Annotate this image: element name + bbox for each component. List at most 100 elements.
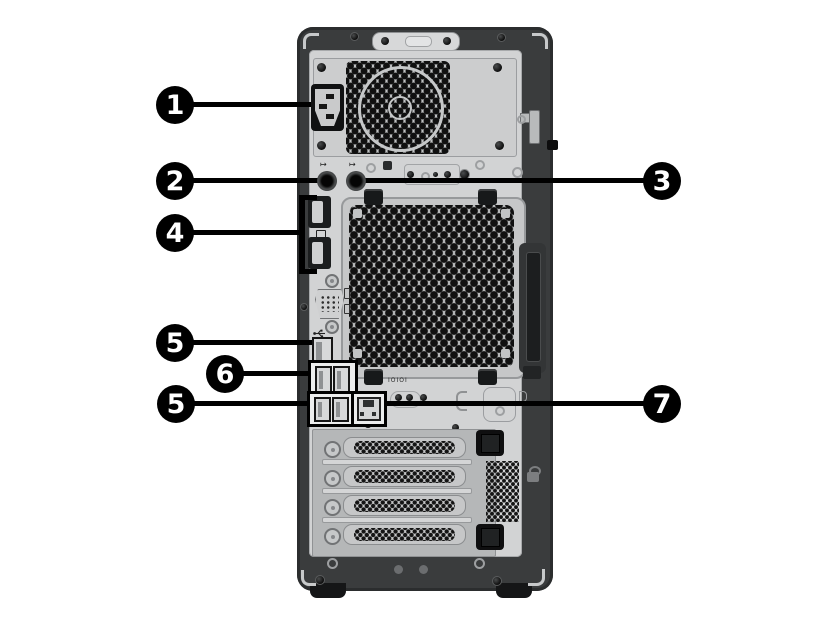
case-foot xyxy=(310,583,346,598)
slot-thumbscrew xyxy=(324,499,341,516)
usb-port xyxy=(333,366,350,394)
screw xyxy=(497,33,506,42)
power-pin xyxy=(319,104,327,109)
slot-thumbscrew xyxy=(324,528,341,545)
serial-hole xyxy=(420,394,427,401)
callout-line-2 xyxy=(190,178,330,183)
screw xyxy=(493,63,502,72)
screw xyxy=(452,424,459,431)
security-lock-icon xyxy=(529,466,541,476)
vent-corner-hole xyxy=(501,209,510,218)
slot-separator xyxy=(322,517,472,523)
audio-line-out-icon: ↦ xyxy=(320,160,327,169)
callout-5-bottom-number: 5 xyxy=(166,388,186,420)
callout-bracket-4-arm xyxy=(299,195,317,200)
callout-3: 3 xyxy=(643,162,681,200)
vent-clip xyxy=(478,369,497,385)
screw xyxy=(492,576,502,586)
knockout-hole xyxy=(495,406,505,416)
plate-hole xyxy=(407,171,414,178)
serial-hole xyxy=(395,394,402,401)
power-pin xyxy=(326,114,334,119)
usb-port xyxy=(315,366,332,394)
serial-port-label: IOIOI xyxy=(388,377,408,384)
audio-line-out-icon: ↦ xyxy=(349,160,356,169)
slot-thumbscrew xyxy=(324,441,341,458)
callout-7: 7 xyxy=(643,385,681,423)
callout-line-5-bottom xyxy=(190,401,312,406)
callout-5-top-number: 5 xyxy=(165,327,185,359)
screw xyxy=(317,141,326,150)
slot-separator xyxy=(322,459,472,465)
bracket-plate xyxy=(404,164,460,185)
displayport-1 xyxy=(308,196,331,228)
side-knob xyxy=(547,140,558,150)
expansion-slot-cover-3 xyxy=(343,495,466,516)
latch-hole xyxy=(517,115,526,124)
callout-3-number: 3 xyxy=(652,165,672,197)
expansion-slot-cover-2 xyxy=(343,466,466,487)
callout-5-top: 5 xyxy=(156,324,194,362)
screw xyxy=(495,141,504,150)
callout-bracket-4-arm xyxy=(299,269,317,274)
vent-clip xyxy=(364,189,383,205)
vent-corner-hole xyxy=(353,209,362,218)
slot-separator xyxy=(322,488,472,494)
callout-2: 2 xyxy=(156,162,194,200)
callout-line-3 xyxy=(354,178,645,183)
vent-clip xyxy=(478,189,497,205)
audio-jack-1 xyxy=(317,171,337,191)
tab-slot xyxy=(405,36,432,47)
base-screw-boss xyxy=(394,565,403,574)
vent-corner-hole xyxy=(353,349,362,358)
side-panel-latch xyxy=(519,243,546,373)
power-connector xyxy=(311,84,344,131)
vga-port xyxy=(315,289,344,319)
plate-hole xyxy=(444,171,451,178)
callout-line-6 xyxy=(240,371,314,376)
vent-corner-hole xyxy=(501,349,510,358)
ethernet-box xyxy=(351,391,387,427)
slot-thumbscrew xyxy=(324,470,341,487)
screw xyxy=(443,37,451,45)
usb-port xyxy=(314,397,331,422)
callout-6: 6 xyxy=(206,355,244,393)
security-lock-icon-body xyxy=(527,472,539,482)
vga-screw-post xyxy=(325,274,339,288)
screw xyxy=(300,303,308,311)
monitor-icon xyxy=(344,288,350,299)
usb-icon xyxy=(313,329,325,338)
corner-trim xyxy=(528,569,545,586)
panel-hole xyxy=(366,163,376,173)
panel-hole xyxy=(512,167,523,178)
usb-pair-box-bottom xyxy=(307,391,357,427)
callout-bracket-4 xyxy=(299,195,305,274)
callout-line-4 xyxy=(190,230,302,235)
usb-port xyxy=(332,397,349,422)
ethernet-port xyxy=(357,397,381,421)
screw xyxy=(350,32,359,41)
side-vent-grille xyxy=(486,461,519,522)
serial-hole xyxy=(406,394,413,401)
screw xyxy=(381,37,389,45)
expansion-slot-cover-4 xyxy=(343,524,466,545)
power-pin xyxy=(326,94,334,99)
callout-4-number: 4 xyxy=(165,217,185,249)
callout-1: 1 xyxy=(156,86,194,124)
displayport-2 xyxy=(308,237,331,269)
vent-grille xyxy=(349,205,514,367)
screw xyxy=(315,575,325,585)
callout-6-number: 6 xyxy=(215,358,235,390)
vga-screw-post xyxy=(325,320,339,334)
side-panel-latch-tab xyxy=(523,366,541,379)
psu-fan-ring xyxy=(358,66,444,152)
base-screw-boss xyxy=(419,565,428,574)
psu-latch-bar xyxy=(529,110,540,144)
callout-line-5-top xyxy=(190,340,316,345)
slot-retention-latch xyxy=(476,524,504,550)
callout-4: 4 xyxy=(156,214,194,252)
monitor-icon xyxy=(344,304,350,314)
psu-fan-hub xyxy=(388,96,412,120)
screw xyxy=(317,63,326,72)
